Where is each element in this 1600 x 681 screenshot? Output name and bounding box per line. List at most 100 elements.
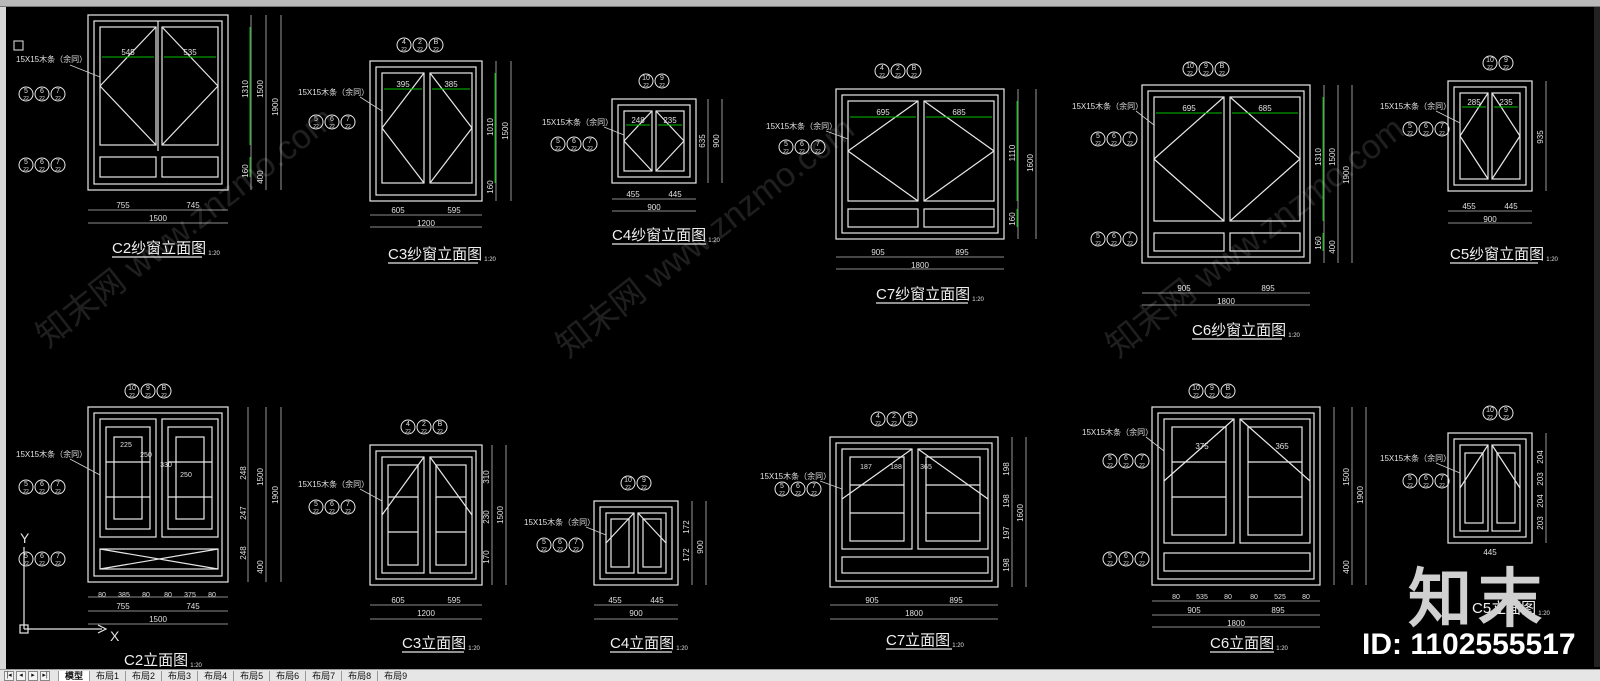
- tag-bubble: [1102, 453, 1118, 469]
- tag-sheet: 22: [345, 509, 351, 515]
- tag-number: 7: [812, 483, 816, 490]
- tag-bubble: [774, 481, 790, 497]
- tag-number: 6: [40, 481, 44, 488]
- tag-bubble: [324, 499, 340, 515]
- leader-label: 15X15木条（余同）: [760, 471, 831, 481]
- tag-number: 10: [128, 385, 136, 392]
- view-scale: 1:20: [190, 663, 202, 669]
- tag-sheet: 22: [1225, 393, 1231, 399]
- tag-number: 5: [784, 141, 788, 148]
- last-tab-icon[interactable]: ▸|: [40, 670, 50, 681]
- dim-label: 80: [1302, 594, 1310, 601]
- dim-label: 80: [142, 592, 150, 599]
- tag-number: 6: [40, 88, 44, 95]
- tag-bubble: [654, 73, 670, 89]
- dim-label: 605: [391, 206, 405, 215]
- dim-label: 204: [1536, 450, 1545, 464]
- first-tab-icon[interactable]: |◂: [4, 670, 14, 681]
- tag-bubble: [1106, 131, 1122, 147]
- tag-number: 6: [558, 539, 562, 546]
- dim-label: 685: [1258, 104, 1272, 113]
- cad-drawing[interactable]: 15X15木条（余同）15X15木条（余同）15X15木条（余同）15X15木条…: [6, 7, 1596, 669]
- dim-label: 204: [1536, 494, 1545, 508]
- tag-number: 2: [892, 413, 896, 420]
- tag-number: 6: [330, 501, 334, 508]
- tag-number: 4: [880, 65, 884, 72]
- view-title: C7立面图: [886, 632, 950, 649]
- tag-sheet: 22: [39, 489, 45, 495]
- dim-label: 80: [98, 592, 106, 599]
- tag-sheet: 22: [1095, 141, 1101, 147]
- dim-label: 545: [121, 48, 135, 57]
- tab-layout4[interactable]: 布局4: [197, 670, 233, 681]
- dim-label: 1200: [417, 609, 435, 618]
- view-scale: 1:20: [1288, 333, 1300, 339]
- dim-label: 198: [1002, 494, 1011, 508]
- tab-layout2[interactable]: 布局2: [125, 670, 161, 681]
- dim-label: 1500: [149, 214, 167, 223]
- tag-sheet: 22: [39, 96, 45, 102]
- tab-layout1[interactable]: 布局1: [89, 670, 125, 681]
- dim-label: 247: [239, 506, 248, 520]
- tag-sheet: 22: [879, 73, 885, 79]
- tag-bubble: [50, 479, 66, 495]
- vertical-scrollbar[interactable]: [1594, 7, 1600, 667]
- tag-sheet: 22: [417, 47, 423, 53]
- prev-tab-icon[interactable]: ◂: [16, 670, 26, 681]
- dim-label: 1900: [1342, 166, 1351, 184]
- tag-sheet: 22: [1123, 561, 1129, 567]
- tab-layout3[interactable]: 布局3: [161, 670, 197, 681]
- tag-bubble: [1134, 551, 1150, 567]
- tag-number: 7: [1128, 233, 1132, 240]
- tag-number: B: [912, 65, 917, 72]
- view-scale: 1:20: [708, 238, 720, 244]
- tag-number: 5: [780, 483, 784, 490]
- dim-label: 455: [608, 596, 622, 605]
- dim-label: 695: [876, 108, 890, 117]
- dim-label: 160: [241, 164, 250, 178]
- tag-sheet: 22: [895, 73, 901, 79]
- dim-label: 445: [650, 596, 664, 605]
- tag-number: 7: [816, 141, 820, 148]
- tag-sheet: 22: [659, 83, 665, 89]
- tab-layout7[interactable]: 布局7: [305, 670, 341, 681]
- tag-sheet: 22: [401, 47, 407, 53]
- tag-sheet: 22: [1139, 463, 1145, 469]
- tag-sheet: 22: [1439, 131, 1445, 137]
- tag-bubble: [50, 551, 66, 567]
- dim-label: 375: [1195, 442, 1209, 451]
- tag-bubble: [1122, 131, 1138, 147]
- c2s-frame: [87, 14, 229, 191]
- tab-layout8[interactable]: 布局8: [341, 670, 377, 681]
- tag-sheet: 22: [1187, 71, 1193, 77]
- dim-label: 225: [120, 442, 132, 449]
- leader-label: 15X15木条（余同）: [1072, 101, 1143, 111]
- dim-label: 310: [482, 470, 491, 484]
- drawing-canvas[interactable]: 15X15木条（余同）15X15木条（余同）15X15木条（余同）15X15木条…: [6, 7, 1596, 669]
- tag-sheet: 22: [313, 124, 319, 130]
- tag-number: 7: [346, 116, 350, 123]
- tag-bubble: [1188, 383, 1204, 399]
- tag-number: 7: [56, 159, 60, 166]
- tab-model[interactable]: 模型: [58, 670, 90, 681]
- title-bar: [0, 0, 1600, 7]
- tab-layout6[interactable]: 布局6: [269, 670, 305, 681]
- dim-label: 230: [482, 510, 491, 524]
- tag-sheet: 22: [643, 83, 649, 89]
- tab-layout9[interactable]: 布局9: [377, 670, 413, 681]
- dim-label: 235: [1499, 98, 1513, 107]
- tag-sheet: 22: [55, 167, 61, 173]
- tag-bubble: [536, 537, 552, 553]
- tab-layout5[interactable]: 布局5: [233, 670, 269, 681]
- dim-label: 595: [447, 596, 461, 605]
- tag-bubble: [1402, 473, 1418, 489]
- leader-label: 15X15木条（余同）: [524, 517, 595, 527]
- tag-number: 6: [1124, 553, 1128, 560]
- dim-label: 188: [890, 464, 902, 471]
- next-tab-icon[interactable]: ▸: [28, 670, 38, 681]
- tag-bubble: [1090, 131, 1106, 147]
- tag-bubble: [1498, 55, 1514, 71]
- tag-sheet: 22: [625, 485, 631, 491]
- tag-bubble: [778, 139, 794, 155]
